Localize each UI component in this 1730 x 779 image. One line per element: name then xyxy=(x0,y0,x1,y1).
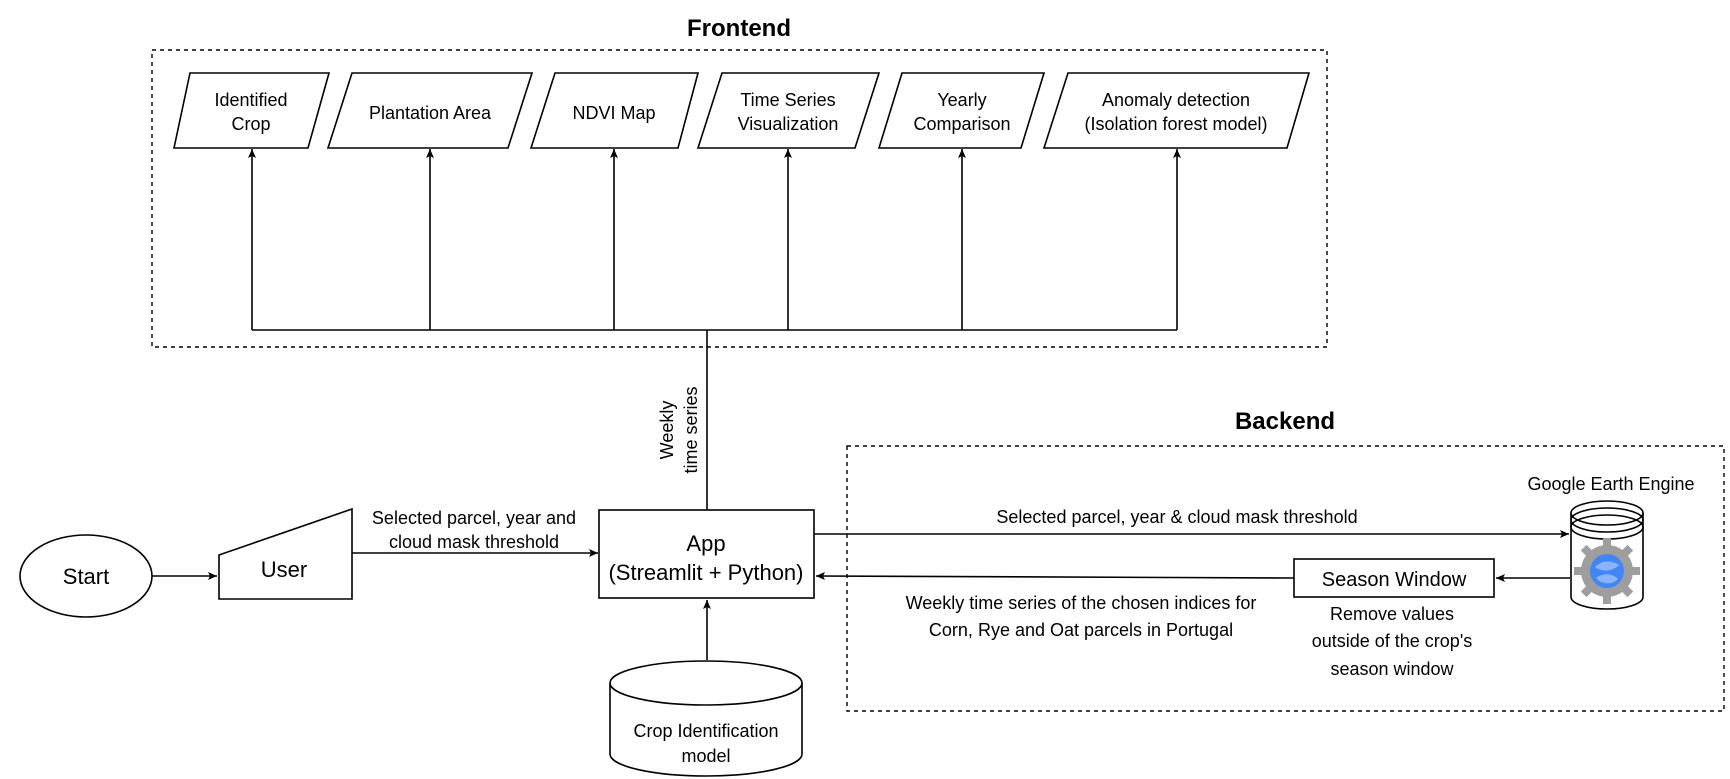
gee-label: Google Earth Engine xyxy=(1527,474,1694,494)
edge-label-season-to-app: Weekly time series of the chosen indices… xyxy=(906,593,1257,613)
backend-group xyxy=(846,445,1725,712)
crop-identification-model-node: Crop Identification model xyxy=(609,660,803,777)
output-label: Visualization xyxy=(738,114,839,134)
start-label: Start xyxy=(63,564,109,589)
user-label: User xyxy=(261,557,307,582)
edge-label-season-to-app: Corn, Rye and Oat parcels in Portugal xyxy=(929,620,1233,640)
output-label: Identified xyxy=(214,90,287,110)
edge-label-weekly: Weekly xyxy=(657,401,677,460)
edge-label-app-to-gee: Selected parcel, year & cloud mask thres… xyxy=(996,507,1357,527)
season-window-note: Remove values xyxy=(1330,604,1454,624)
google-earth-engine-node xyxy=(1570,500,1644,610)
edge-label-user-to-app: Selected parcel, year and xyxy=(372,508,576,528)
output-ndvi-map: NDVI Map xyxy=(529,72,700,149)
output-label: (Isolation forest model) xyxy=(1084,114,1267,134)
output-label: Crop xyxy=(231,114,270,134)
output-anomaly-detection: Anomaly detection (Isolation forest mode… xyxy=(1042,72,1311,149)
output-time-series-visualization: Time Series Visualization xyxy=(696,72,881,149)
backend-title: Backend xyxy=(1235,408,1335,435)
output-label: Anomaly detection xyxy=(1102,90,1250,110)
crop-model-label: model xyxy=(681,746,730,766)
crop-model-label: Crop Identification xyxy=(633,721,778,741)
start-node: Start xyxy=(19,534,153,618)
output-plantation-area: Plantation Area xyxy=(326,72,534,149)
edge-label-time-series: time series xyxy=(681,386,701,473)
season-window-note: outside of the crop's xyxy=(1312,631,1473,651)
output-yearly-comparison: Yearly Comparison xyxy=(877,72,1046,149)
user-node: User xyxy=(218,507,353,600)
output-label: Yearly xyxy=(937,90,986,110)
app-label: App xyxy=(686,531,725,556)
season-window-node: Season Window xyxy=(1293,558,1495,598)
google-earth-engine-icon xyxy=(1574,538,1640,604)
season-window-label: Season Window xyxy=(1322,569,1467,591)
edge-label-user-to-app: cloud mask threshold xyxy=(389,532,559,552)
frontend-title: Frontend xyxy=(687,15,791,42)
output-label: Time Series xyxy=(740,90,835,110)
output-label: Comparison xyxy=(913,114,1010,134)
weekly-time-series-connector xyxy=(248,149,1181,510)
output-identified-crop: Identified Crop xyxy=(173,72,331,149)
output-label: NDVI Map xyxy=(572,103,655,123)
app-node: App (Streamlit + Python) xyxy=(598,509,815,599)
frontend-group xyxy=(151,49,1328,348)
app-label: (Streamlit + Python) xyxy=(608,560,803,585)
season-window-note: season window xyxy=(1330,659,1454,679)
output-label: Plantation Area xyxy=(369,103,492,123)
edge-season-window-to-app xyxy=(815,572,1295,581)
